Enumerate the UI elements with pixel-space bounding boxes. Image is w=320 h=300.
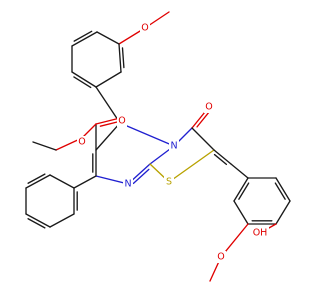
bond-line (95, 175, 129, 185)
svg-text:OH: OH (253, 228, 268, 239)
bond-line (275, 177, 291, 202)
bond-line (73, 76, 92, 89)
atom-ketone-o: O (204, 101, 214, 113)
bond-line (96, 31, 120, 45)
svg-text:N: N (124, 179, 131, 190)
bond-line (191, 127, 215, 151)
atom-sulfur: S (164, 176, 174, 188)
bond-line (25, 213, 51, 228)
bond-line (95, 117, 121, 125)
bond-line (168, 149, 215, 183)
bond-line (32, 141, 57, 151)
svg-text:O: O (205, 102, 212, 113)
bond-line (213, 149, 232, 165)
atom-methoxy-top-o: O (140, 22, 150, 34)
bond-line (71, 71, 97, 88)
bond-line (49, 174, 75, 189)
svg-text:O: O (141, 23, 148, 34)
bond-line (196, 111, 210, 128)
atom-methoxy-bottom-o: O (216, 251, 226, 263)
bond-line (49, 213, 75, 228)
atom-ring-n-bottom: N (123, 178, 133, 190)
bond-line (95, 122, 121, 151)
svg-text:S: S (166, 177, 172, 188)
bond-line (275, 200, 291, 225)
bond-line (99, 121, 118, 127)
atom-ring-n-top: N (169, 140, 179, 152)
bond-line (95, 71, 122, 88)
chemical-structure-diagram: O O O O N N S OH (25, 11, 291, 282)
bond-line (274, 182, 286, 200)
atom-hydroxyl-oh: OH (251, 227, 269, 239)
bond-lines (25, 11, 291, 282)
svg-text:O: O (78, 137, 85, 148)
bond-line (132, 168, 150, 185)
bond-line (119, 122, 175, 147)
svg-text:O: O (118, 116, 125, 127)
bond-line (73, 30, 93, 42)
bond-line (27, 173, 46, 184)
bond-line (238, 182, 250, 200)
bond-line (27, 218, 46, 229)
atom-ester-carbonyl-o: O (117, 115, 127, 127)
bond-line (95, 86, 121, 124)
atom-labels: O O O O N N S OH (77, 22, 269, 263)
bond-line (121, 47, 125, 69)
bond-line (213, 153, 228, 166)
svg-text:O: O (217, 252, 224, 263)
bond-line (25, 174, 51, 189)
svg-text:N: N (170, 141, 177, 152)
atom-ester-ether-o: O (77, 136, 87, 148)
bond-line (71, 31, 98, 47)
bond-line (233, 177, 249, 202)
bond-line (73, 175, 97, 189)
bond-line (233, 200, 249, 225)
bond-line (230, 163, 249, 179)
bond-line (118, 43, 122, 73)
bond-line (81, 123, 97, 139)
